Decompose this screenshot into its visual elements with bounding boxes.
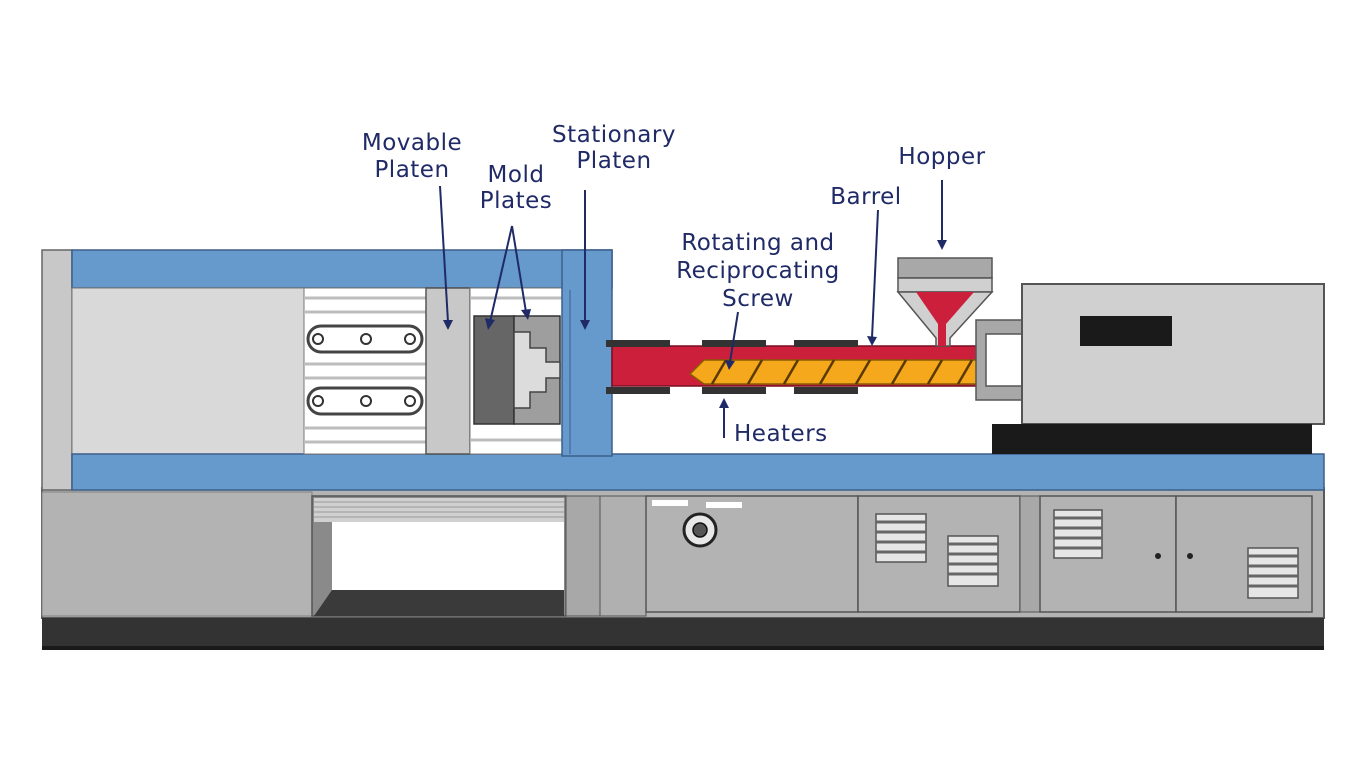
mold-plates xyxy=(469,287,563,455)
label-mold-plates-line2: Plates xyxy=(480,188,553,214)
toggle-mechanism xyxy=(303,287,427,455)
arrowheads xyxy=(443,240,947,408)
hopper xyxy=(896,257,994,347)
control-panel xyxy=(645,495,859,613)
label-movable-platen-line1: Movable xyxy=(362,130,462,156)
vent-grille-3 xyxy=(1053,509,1103,559)
label-stationary-platen-line2: Platen xyxy=(576,148,651,174)
vent-grille-2 xyxy=(947,535,999,587)
label-barrel: Barrel xyxy=(830,184,901,210)
mold-cavity xyxy=(513,331,561,409)
vent-grille-4 xyxy=(1247,547,1299,599)
label-mold-plates-line1: Mold xyxy=(488,162,545,188)
label-hopper: Hopper xyxy=(898,144,985,170)
vent-grille-1 xyxy=(875,513,927,563)
drive-housing xyxy=(992,283,1325,454)
machine-base xyxy=(41,487,1325,650)
labels: Movable Platen Mold Plates Stationary Pl… xyxy=(362,122,985,447)
label-stationary-platen-line1: Stationary xyxy=(552,122,676,148)
label-screw-line3: Screw xyxy=(722,286,794,312)
dial-icon xyxy=(682,512,718,548)
label-movable-platen-line2: Platen xyxy=(374,157,449,183)
label-screw-line1: Rotating and xyxy=(681,230,834,256)
screw xyxy=(688,359,979,385)
label-heaters: Heaters xyxy=(734,421,828,447)
base-opening xyxy=(311,495,567,617)
leader-lines xyxy=(439,180,943,438)
movable-platen xyxy=(425,287,471,455)
label-screw-line2: Reciprocating xyxy=(676,258,840,284)
heater-bands xyxy=(606,340,858,394)
injection-unit xyxy=(606,257,1325,454)
stationary-platen xyxy=(561,249,613,457)
